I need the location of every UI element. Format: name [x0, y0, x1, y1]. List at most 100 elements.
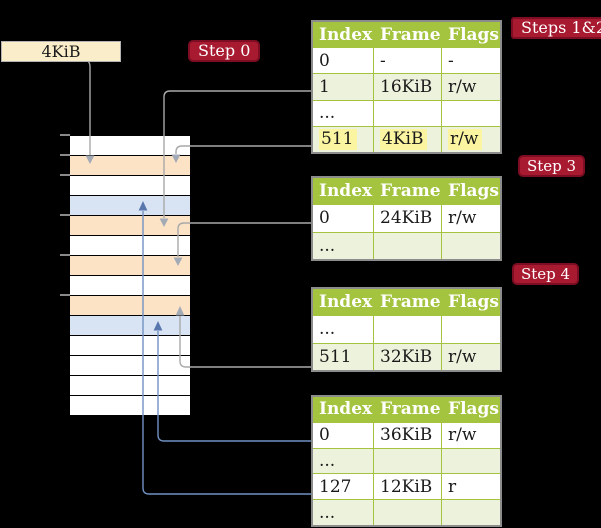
page-table-step-3-header-index: Index	[312, 177, 374, 206]
arrow-table1-entry1-to-frame-16kib-head	[159, 218, 169, 227]
badge-step-0: Step 0	[188, 40, 261, 62]
table-cell: 0	[311, 204, 374, 233]
memory-address-tick-0	[60, 134, 70, 136]
arrow-table1-entry511-to-frame-4kib	[175, 145, 486, 154]
page-table-step-4-header-frame: Frame	[373, 288, 442, 317]
memory-frame-row-10	[70, 335, 190, 355]
page-table-step-3-row-...: ...	[311, 231, 502, 261]
arrow-table2-entry0-to-frame-24kib	[177, 222, 486, 257]
table-cell: 1	[311, 73, 374, 101]
page-table-step-4-header-flags: Flags	[441, 288, 502, 317]
table-cell	[441, 231, 502, 261]
arrow-4kib-label-to-frame-4kib-head	[85, 155, 95, 164]
memory-address-tick-2	[60, 174, 70, 176]
table-cell	[373, 231, 442, 261]
page-table-steps-1-2-header-flags: Flags	[441, 21, 502, 49]
highlighted-value: 511	[319, 129, 358, 151]
table-cell: 4KiB	[373, 125, 442, 154]
page-table-step-4-row-...: ...	[311, 315, 502, 344]
table-cell: ...	[311, 315, 374, 344]
table-cell: ...	[311, 231, 374, 261]
badge-steps-1-2: Steps 1&2	[511, 17, 601, 39]
arrow-table1-entry511-to-frame-4kib-head	[171, 154, 181, 163]
page-table-steps-1-2-row-...: ...	[311, 99, 502, 127]
table-cell: 0	[311, 421, 374, 449]
memory-frame-row-6	[70, 255, 190, 275]
highlighted-value: r/w	[448, 129, 483, 151]
page-table-final-header-flags: Flags	[441, 396, 502, 423]
table-cell	[441, 447, 502, 475]
page-table-step-3-header-frame: Frame	[373, 177, 442, 206]
page-table-final-row-...: ...	[311, 499, 502, 527]
table-cell: r/w	[441, 73, 502, 101]
table-cell: 24KiB	[373, 204, 442, 233]
page-size-label: 4KiB	[1, 41, 121, 62]
arrow-table4-entry127-to-frame-12kib-head	[138, 201, 148, 211]
memory-address-tick-3	[60, 214, 70, 216]
memory-address-tick-5	[60, 294, 70, 296]
table-cell: r/w	[441, 421, 502, 449]
memory-frame-row-11	[70, 355, 190, 375]
memory-frame-row-7	[70, 275, 190, 295]
memory-address-tick-4	[60, 254, 70, 256]
table-cell: r/w	[441, 342, 502, 372]
page-table-final-row-...: ...	[311, 447, 502, 475]
table-cell: -	[373, 47, 442, 75]
arrow-table3-entry511-to-frame-32kib-head	[175, 306, 185, 316]
badge-step-4: Step 4	[512, 263, 580, 285]
arrow-table3-entry511-to-frame-32kib	[179, 316, 311, 368]
table-cell: ...	[311, 447, 374, 475]
page-table-steps-1-2-row-0: 0--	[311, 47, 502, 75]
page-table-steps-1-2-header-index: Index	[312, 21, 374, 49]
memory-frame-row-12	[70, 375, 190, 395]
table-cell: ...	[311, 499, 374, 527]
table-cell: 127	[311, 473, 374, 501]
memory-frame-row-8	[70, 295, 190, 315]
arrow-table1-entry1-to-frame-16kib	[163, 90, 311, 218]
table-cell: r/w	[441, 125, 502, 154]
table-cell: 12KiB	[373, 473, 442, 501]
table-cell	[373, 99, 442, 127]
highlighted-value: 4KiB	[380, 129, 428, 151]
arrow-table4-entry0-to-frame-36kib-head	[153, 321, 163, 331]
table-cell: 36KiB	[373, 421, 442, 449]
table-cell: ...	[311, 99, 374, 127]
memory-frame-row-1	[70, 155, 190, 175]
page-table-step-3-header-flags: Flags	[441, 177, 502, 206]
table-cell: 511	[311, 342, 374, 372]
arrow-4kib-label-to-frame-4kib	[87, 60, 91, 155]
memory-frame-row-13	[70, 395, 190, 415]
table-cell: 32KiB	[373, 342, 442, 372]
table-cell: r/w	[441, 204, 502, 233]
memory-frame-row-0	[70, 135, 190, 155]
arrow-table4-entry127-to-frame-12kib	[142, 211, 311, 495]
arrow-table2-entry0-to-frame-24kib-head	[173, 257, 183, 266]
table-cell	[373, 315, 442, 344]
table-cell	[373, 447, 442, 475]
memory-frame-row-4	[70, 215, 190, 235]
table-cell: 16KiB	[373, 73, 442, 101]
physical-memory-column	[70, 135, 190, 416]
memory-frame-row-2	[70, 175, 190, 195]
page-table-step-4-header-index: Index	[312, 288, 374, 317]
table-cell	[373, 499, 442, 527]
badge-step-3: Step 3	[518, 155, 586, 177]
table-cell	[441, 499, 502, 527]
table-cell: 0	[311, 47, 374, 75]
memory-frame-row-3	[70, 195, 190, 215]
